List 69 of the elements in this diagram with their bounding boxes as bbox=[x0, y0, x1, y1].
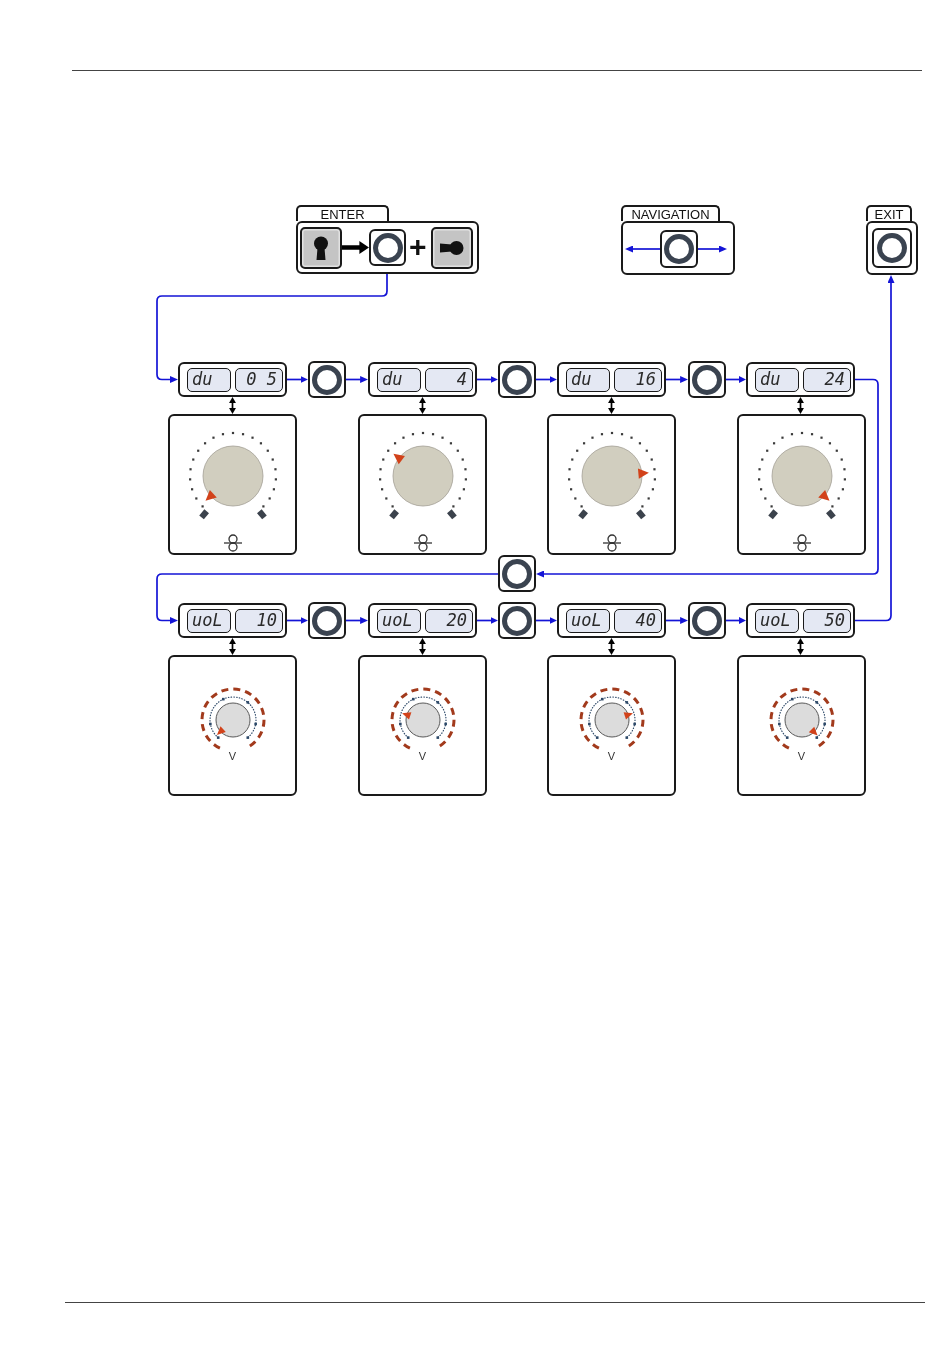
double-arrow bbox=[419, 638, 426, 655]
double-arrow bbox=[797, 397, 804, 414]
lcd-display bbox=[368, 362, 477, 397]
key-switch bbox=[431, 227, 473, 269]
lcd-display bbox=[368, 603, 477, 638]
arrow bbox=[536, 378, 879, 578]
double-arrow bbox=[229, 638, 236, 655]
lcd-display bbox=[746, 603, 855, 638]
arrow bbox=[156, 273, 388, 383]
unit-label: V bbox=[607, 750, 616, 763]
lcd-readout: du bbox=[755, 367, 799, 392]
lcd-display bbox=[178, 603, 287, 638]
plus-sign: + bbox=[409, 232, 427, 262]
arrow bbox=[345, 617, 368, 624]
key-switch bbox=[300, 227, 342, 269]
knob-panel bbox=[168, 655, 297, 796]
double-arrow bbox=[608, 638, 615, 655]
lcd-readout: du bbox=[566, 367, 610, 392]
arrow bbox=[345, 376, 368, 383]
double-arrow bbox=[229, 397, 236, 414]
lcd-readout: 16 bbox=[614, 367, 662, 392]
lcd-readout: du bbox=[377, 367, 421, 392]
knob-panel bbox=[547, 655, 676, 796]
lcd-display bbox=[557, 362, 666, 397]
lcd-readout: 4 bbox=[425, 367, 473, 392]
unit-label: V bbox=[228, 750, 237, 763]
panel-heading: ENTER bbox=[296, 205, 389, 221]
arrow bbox=[476, 376, 498, 383]
lcd-display bbox=[178, 362, 287, 397]
arrow bbox=[342, 242, 369, 253]
panel-heading: EXIT bbox=[866, 205, 912, 221]
lcd-readout: uoL bbox=[187, 608, 231, 633]
unit-label: V bbox=[418, 750, 427, 763]
lcd-readout: 50 bbox=[803, 608, 851, 633]
lcd-display bbox=[746, 362, 855, 397]
arrow bbox=[725, 617, 746, 624]
arrow bbox=[535, 617, 557, 624]
knob-panel bbox=[168, 414, 297, 555]
arrow bbox=[697, 245, 727, 253]
lcd-readout: 40 bbox=[614, 608, 662, 633]
lcd-readout: 24 bbox=[803, 367, 851, 392]
lcd-readout: uoL bbox=[377, 608, 421, 633]
arrow bbox=[665, 376, 688, 383]
arrow bbox=[476, 617, 498, 624]
arrow bbox=[625, 245, 661, 253]
knob-panel bbox=[737, 414, 866, 555]
arrow bbox=[665, 617, 688, 624]
arrow bbox=[156, 573, 499, 624]
arrow bbox=[854, 275, 895, 622]
lcd-readout: uoL bbox=[566, 608, 610, 633]
knob-panel bbox=[358, 414, 487, 555]
lcd-readout: 0 5 bbox=[235, 367, 283, 392]
lcd-display bbox=[557, 603, 666, 638]
knob-panel bbox=[358, 655, 487, 796]
double-arrow bbox=[608, 397, 615, 414]
arrow bbox=[286, 376, 308, 383]
arrow bbox=[286, 617, 308, 624]
lcd-readout: du bbox=[187, 367, 231, 392]
knob-panel bbox=[547, 414, 676, 555]
lcd-readout: 20 bbox=[425, 608, 473, 633]
knob-panel bbox=[737, 655, 866, 796]
panel-heading: NAVIGATION bbox=[621, 205, 720, 221]
double-arrow bbox=[797, 638, 804, 655]
double-arrow bbox=[419, 397, 426, 414]
arrow bbox=[535, 376, 557, 383]
unit-label: V bbox=[797, 750, 806, 763]
lcd-readout: 10 bbox=[235, 608, 283, 633]
arrow bbox=[725, 376, 746, 383]
lcd-readout: uoL bbox=[755, 608, 799, 633]
